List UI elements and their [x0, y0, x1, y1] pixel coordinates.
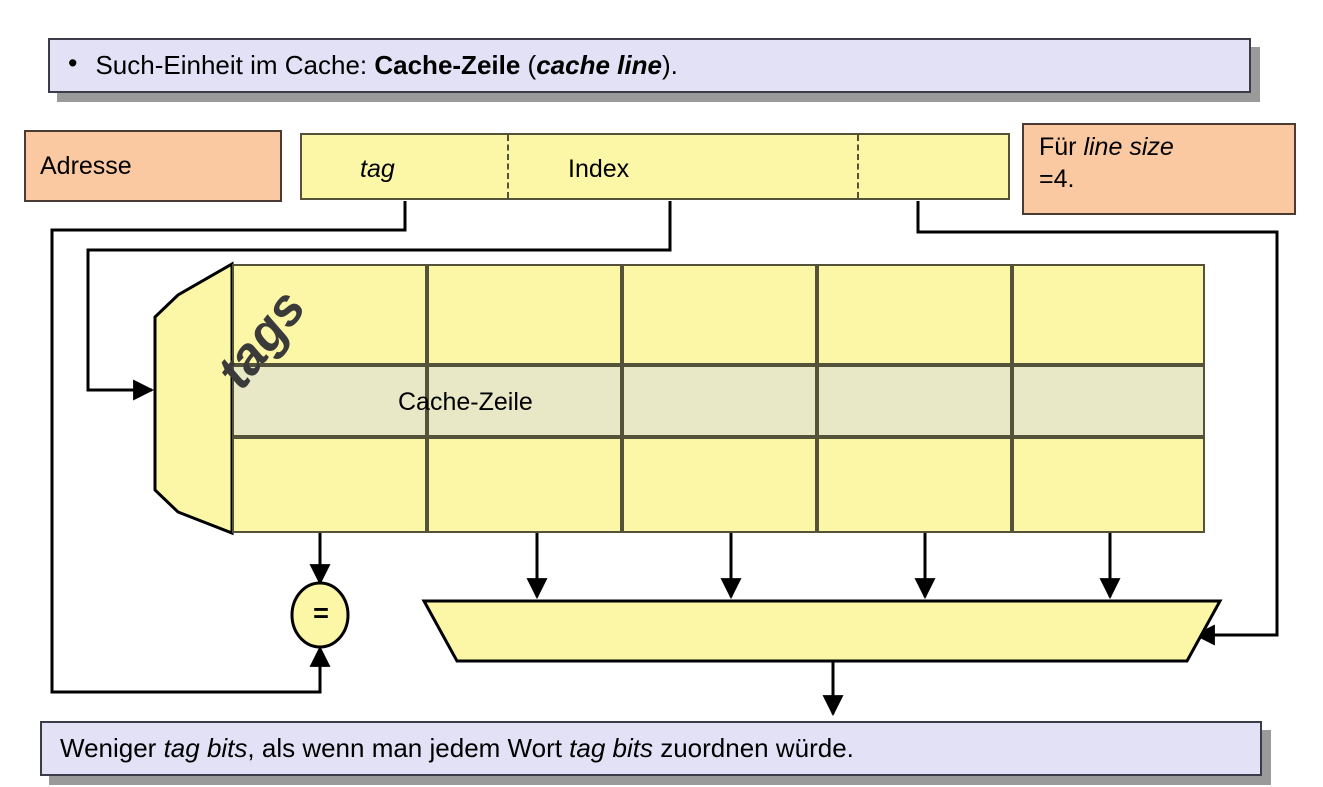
cache-cell-highlighted — [1012, 365, 1205, 437]
address-segment-index-label: Index — [568, 155, 630, 183]
cache-cell — [232, 264, 427, 365]
address-divider-tag-index — [507, 135, 509, 198]
cache-array-grid — [232, 264, 1205, 533]
cache-cell-highlighted — [817, 365, 1012, 437]
cache-cell — [427, 264, 622, 365]
top-banner-bold-italic-term: cache line — [536, 50, 662, 80]
address-field-bar — [300, 133, 1010, 200]
bottom-banner-part3: zuordnen würde. — [653, 733, 854, 763]
line-size-note-line1: Für line size — [1039, 131, 1294, 163]
address-label-text: Adresse — [40, 151, 132, 180]
cache-cell — [622, 437, 817, 533]
top-banner-text: Such-Einheit im Cache: Cache-Zeile (cach… — [95, 50, 677, 81]
cache-cell — [622, 264, 817, 365]
address-divider-index-offset — [857, 135, 859, 198]
cache-cell — [817, 264, 1012, 365]
cache-cell — [232, 437, 427, 533]
top-banner: • Such-Einheit im Cache: Cache-Zeile (ca… — [48, 38, 1251, 93]
address-segment-tag-label: tag — [360, 155, 395, 183]
line-size-note-italic: line size — [1083, 133, 1174, 161]
cache-cell — [427, 437, 622, 533]
top-banner-bold-term: Cache-Zeile — [374, 50, 521, 80]
cache-cell — [1012, 264, 1205, 365]
bullet-icon: • — [68, 48, 78, 78]
top-banner-paren-open: ( — [520, 50, 537, 80]
cache-cell-highlighted — [427, 365, 622, 437]
line-size-note-box: Für line size =4. — [1022, 123, 1296, 215]
cache-cell-highlighted — [232, 365, 427, 437]
word-multiplexer-shape — [421, 599, 1223, 663]
top-banner-prefix: Such-Einheit im Cache: — [95, 50, 375, 80]
comparator-equals-label: = — [313, 598, 329, 628]
top-banner-paren-close: ). — [661, 50, 678, 80]
bottom-banner-part1: Weniger — [60, 733, 164, 763]
address-label-box: Adresse — [24, 130, 282, 202]
bottom-banner-text: Weniger tag bits, als wenn man jedem Wor… — [60, 733, 854, 764]
bottom-banner-italic2: tag bits — [569, 733, 653, 763]
cache-cell — [817, 437, 1012, 533]
bottom-banner-italic1: tag bits — [163, 733, 248, 763]
cache-cell — [1012, 437, 1205, 533]
line-size-note-line2: =4. — [1039, 165, 1075, 193]
cache-line-label: Cache-Zeile — [398, 388, 533, 416]
bottom-banner: Weniger tag bits, als wenn man jedem Wor… — [40, 721, 1262, 776]
line-size-note-prefix: Für — [1039, 133, 1084, 161]
cache-cell-highlighted — [622, 365, 817, 437]
tag-array-shape — [153, 261, 234, 536]
bottom-banner-part2: , als wenn man jedem Wort — [247, 733, 570, 763]
